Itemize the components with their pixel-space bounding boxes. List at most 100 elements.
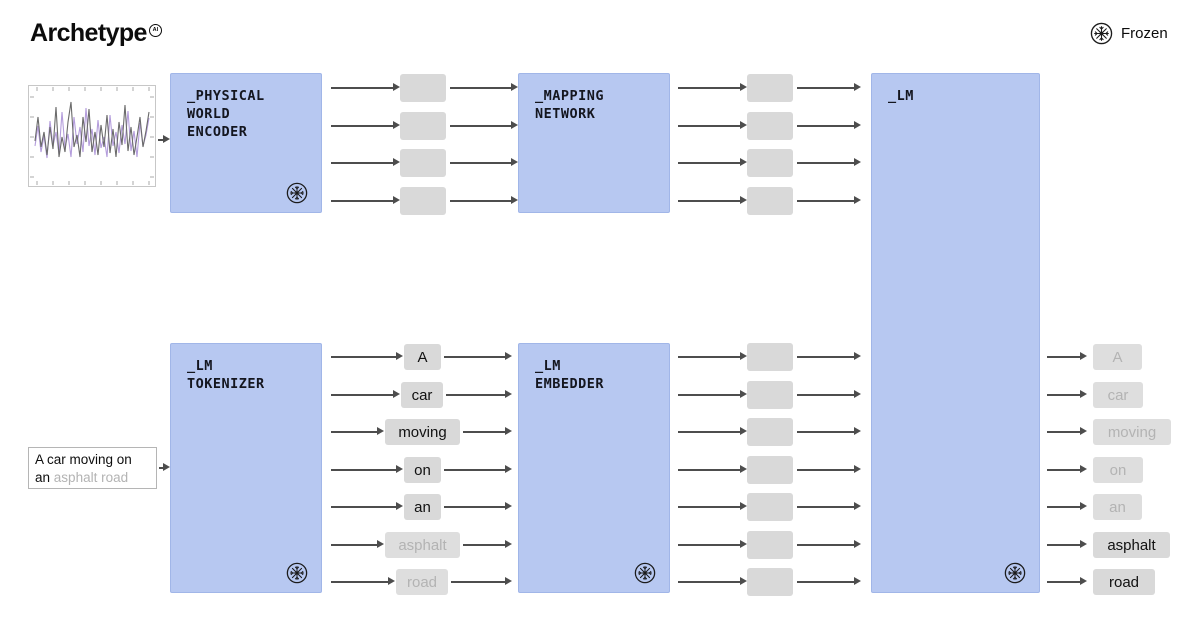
feature-vector-box: [400, 74, 446, 102]
frozen-legend: Frozen: [1090, 22, 1168, 45]
flow-arrow: [331, 84, 400, 91]
flow-arrow: [678, 466, 747, 473]
flow-arrow: [331, 391, 400, 398]
flow-arrow: [331, 541, 384, 548]
flow-arrow: [797, 122, 861, 129]
flow-arrow: [678, 428, 747, 435]
frozen-label: Frozen: [1121, 25, 1168, 42]
prompt-dark-text: an: [35, 469, 51, 485]
token-chip: A: [404, 344, 441, 370]
block-label: _PHYSICAL WORLD ENCODER: [187, 88, 265, 140]
flow-arrow: [678, 353, 747, 360]
flow-arrow: [1047, 428, 1087, 435]
output-token-chip: an: [1093, 494, 1142, 520]
token-chip: an: [404, 494, 441, 520]
input-flow-arrow: [158, 136, 170, 143]
mapping-network-block: _MAPPING NETWORK: [518, 73, 670, 213]
flow-arrow: [678, 197, 747, 204]
brand-name: Archetype: [30, 19, 147, 47]
flow-arrow: [331, 159, 400, 166]
input-flow-arrow: [159, 464, 170, 471]
flow-arrow: [1047, 466, 1087, 473]
token-chip: road: [396, 569, 448, 595]
flow-arrow: [678, 503, 747, 510]
flow-arrow: [1047, 503, 1087, 510]
flow-arrow: [678, 122, 747, 129]
flow-arrow: [331, 197, 400, 204]
prompt-input-box: A car moving on an asphalt road: [28, 447, 157, 489]
flow-arrow: [797, 428, 861, 435]
flow-arrow: [450, 197, 518, 204]
feature-vector-box: [400, 187, 446, 215]
frozen-badge-icon: [1004, 562, 1026, 584]
block-label: _LM EMBEDDER: [535, 358, 605, 392]
flow-arrow: [450, 84, 518, 91]
output-token-chip: moving: [1093, 419, 1171, 445]
lm-block: _LM: [871, 73, 1040, 593]
embedding-vector-box: [747, 381, 793, 409]
flow-arrow: [678, 84, 747, 91]
flow-arrow: [678, 159, 747, 166]
prompt-dark-text: A car moving on: [35, 452, 132, 467]
flow-arrow: [331, 353, 403, 360]
physical-world-encoder-block: _PHYSICAL WORLD ENCODER: [170, 73, 322, 213]
block-label: _LM TOKENIZER: [187, 358, 265, 392]
flow-arrow: [797, 197, 861, 204]
output-token-chip: car: [1093, 382, 1143, 408]
flow-arrow: [797, 391, 861, 398]
output-token-chip: road: [1093, 569, 1155, 595]
flow-arrow: [797, 578, 861, 585]
embedding-vector-box: [747, 568, 793, 596]
flow-arrow: [678, 391, 747, 398]
flow-arrow: [451, 578, 512, 585]
feature-vector-box: [400, 112, 446, 140]
flow-arrow: [797, 503, 861, 510]
output-token-chip: A: [1093, 344, 1142, 370]
flow-arrow: [331, 466, 403, 473]
signal-chart: [30, 87, 154, 185]
token-chip: car: [401, 382, 443, 408]
feature-vector-box: [747, 74, 793, 102]
snowflake-icon: [1090, 22, 1113, 45]
flow-arrow: [678, 578, 747, 585]
flow-arrow: [446, 391, 512, 398]
output-token-chip: asphalt: [1093, 532, 1170, 558]
flow-arrow: [797, 84, 861, 91]
flow-arrow: [450, 159, 518, 166]
block-label: _LM: [888, 88, 914, 104]
lm-embedder-block: _LM EMBEDDER: [518, 343, 670, 593]
block-label: _MAPPING NETWORK: [535, 88, 605, 122]
output-token-chip: on: [1093, 457, 1143, 483]
embedding-vector-box: [747, 531, 793, 559]
feature-vector-box: [400, 149, 446, 177]
brand-ai-mark: AI: [148, 23, 162, 37]
signal-chart-thumbnail: [28, 85, 156, 187]
flow-arrow: [463, 541, 512, 548]
frozen-badge-icon: [286, 182, 308, 204]
flow-arrow: [331, 428, 384, 435]
flow-arrow: [1047, 541, 1087, 548]
flow-arrow: [331, 503, 403, 510]
flow-arrow: [444, 466, 512, 473]
flow-arrow: [331, 122, 400, 129]
feature-vector-box: [747, 112, 793, 140]
embedding-vector-box: [747, 343, 793, 371]
token-chip: asphalt: [385, 532, 460, 558]
feature-vector-box: [747, 187, 793, 215]
flow-arrow: [444, 353, 512, 360]
flow-arrow: [1047, 391, 1087, 398]
flow-arrow: [463, 428, 512, 435]
flow-arrow: [331, 578, 395, 585]
lm-tokenizer-block: _LM TOKENIZER: [170, 343, 322, 593]
embedding-vector-box: [747, 456, 793, 484]
frozen-badge-icon: [286, 562, 308, 584]
embedding-vector-box: [747, 418, 793, 446]
token-chip: on: [404, 457, 441, 483]
flow-arrow: [444, 503, 512, 510]
prompt-muted-text: asphalt road: [53, 469, 129, 485]
token-chip: moving: [385, 419, 460, 445]
flow-arrow: [797, 353, 861, 360]
flow-arrow: [797, 466, 861, 473]
